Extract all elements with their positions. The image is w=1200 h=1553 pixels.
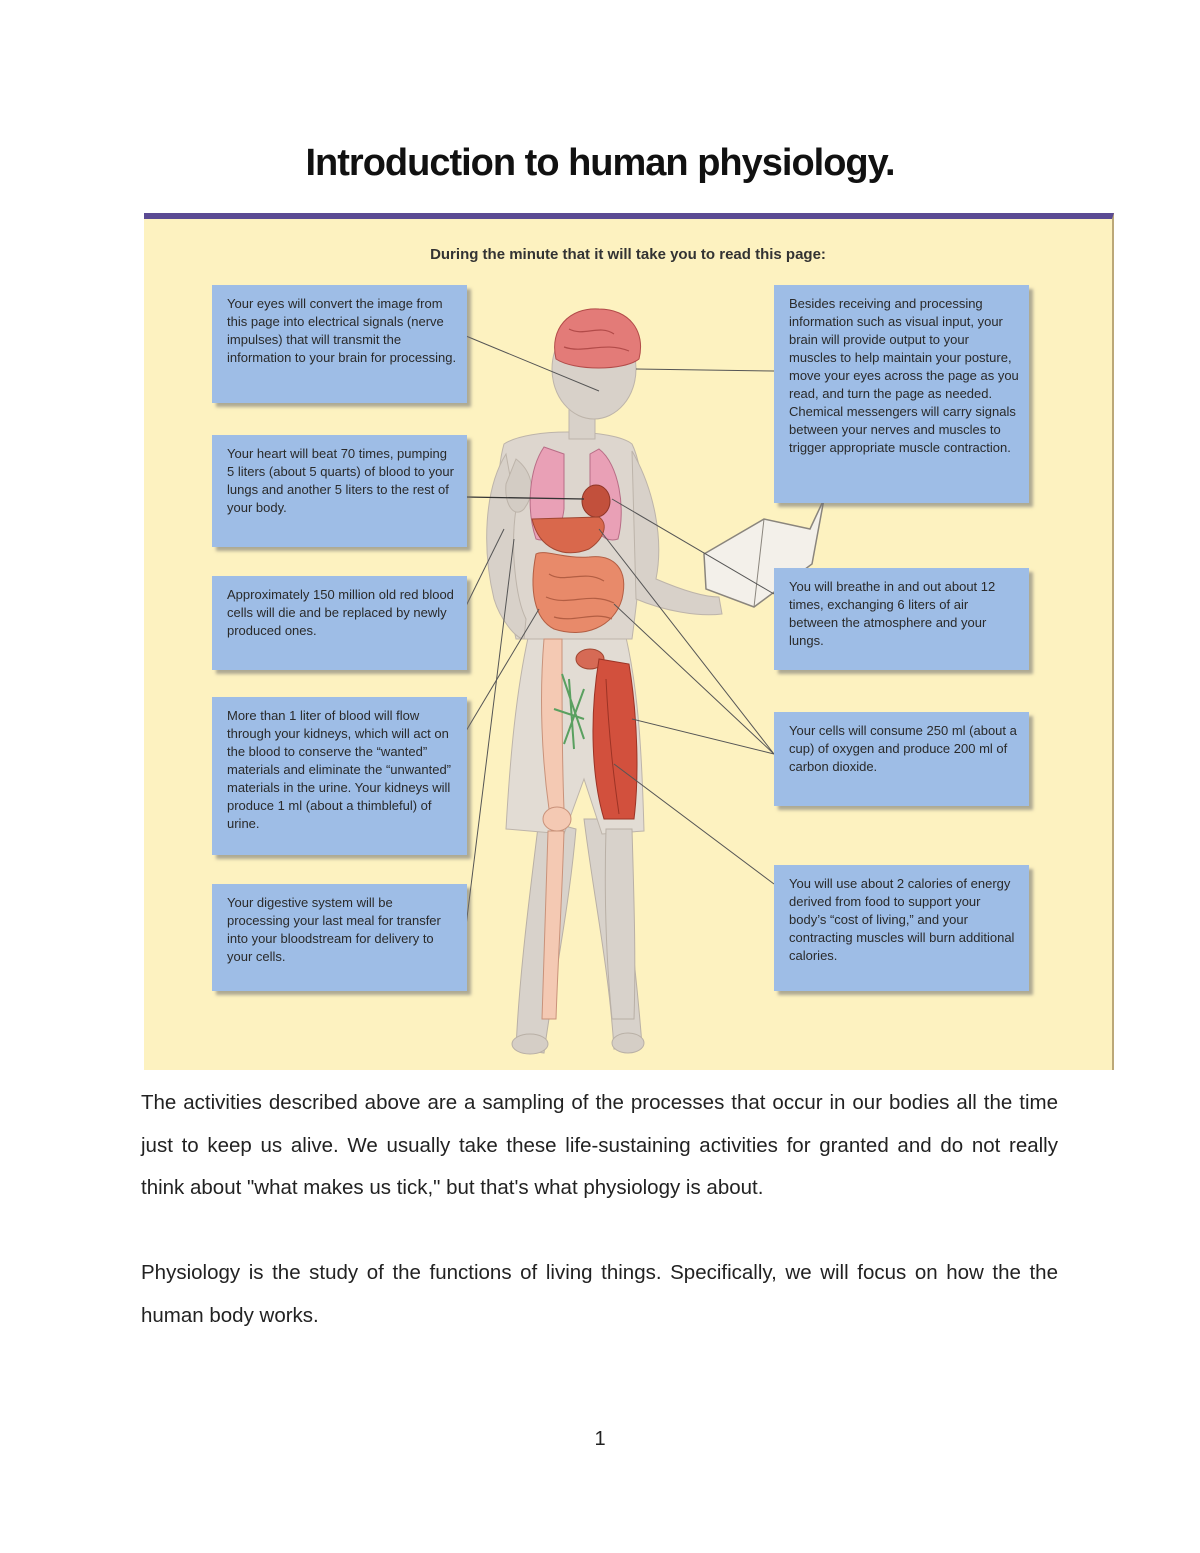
callout-kidneys-text: More than 1 liter of blood will flow thr… [227, 708, 452, 831]
callout-eyes-text: Your eyes will convert the image from th… [227, 296, 457, 365]
body-paragraph-2: Physiology is the study of the functions… [141, 1261, 1058, 1327]
callout-red-blood-cells: Approximately 150 million old red blood … [212, 576, 467, 670]
figure-heading: During the minute that it will take you … [430, 246, 826, 263]
callout-calories-text: You will use about 2 calories of energy … [789, 876, 1015, 963]
body-paragraph-1: The activities described above are a sam… [141, 1091, 1058, 1199]
callout-digestive-system: Your digestive system will be processing… [212, 884, 467, 991]
callout-heart-text: Your heart will beat 70 times, pumping 5… [227, 446, 454, 515]
callout-oxygen-consumption: Your cells will consume 250 ml (about a … [774, 712, 1029, 806]
callout-calories: You will use about 2 calories of energy … [774, 865, 1029, 991]
callout-brain: Besides receiving and processing informa… [774, 285, 1029, 503]
callout-heart: Your heart will beat 70 times, pumping 5… [212, 435, 467, 547]
callout-breathing-text: You will breathe in and out about 12 tim… [789, 579, 996, 648]
page-number: 1 [594, 1428, 606, 1450]
callout-breathing: You will breathe in and out about 12 tim… [774, 568, 1029, 670]
document-title: Introduction to human physiology. [305, 142, 895, 184]
physiology-figure: During the minute that it will take you … [144, 213, 1114, 1070]
callout-digestive-system-text: Your digestive system will be processing… [227, 895, 441, 964]
callout-oxygen-consumption-text: Your cells will consume 250 ml (about a … [789, 723, 1017, 774]
human-body-illustration [465, 308, 825, 1055]
callout-brain-text: Besides receiving and processing informa… [789, 296, 1019, 455]
callout-eyes: Your eyes will convert the image from th… [212, 285, 467, 403]
callout-kidneys: More than 1 liter of blood will flow thr… [212, 697, 467, 855]
callout-red-blood-cells-text: Approximately 150 million old red blood … [227, 587, 454, 638]
